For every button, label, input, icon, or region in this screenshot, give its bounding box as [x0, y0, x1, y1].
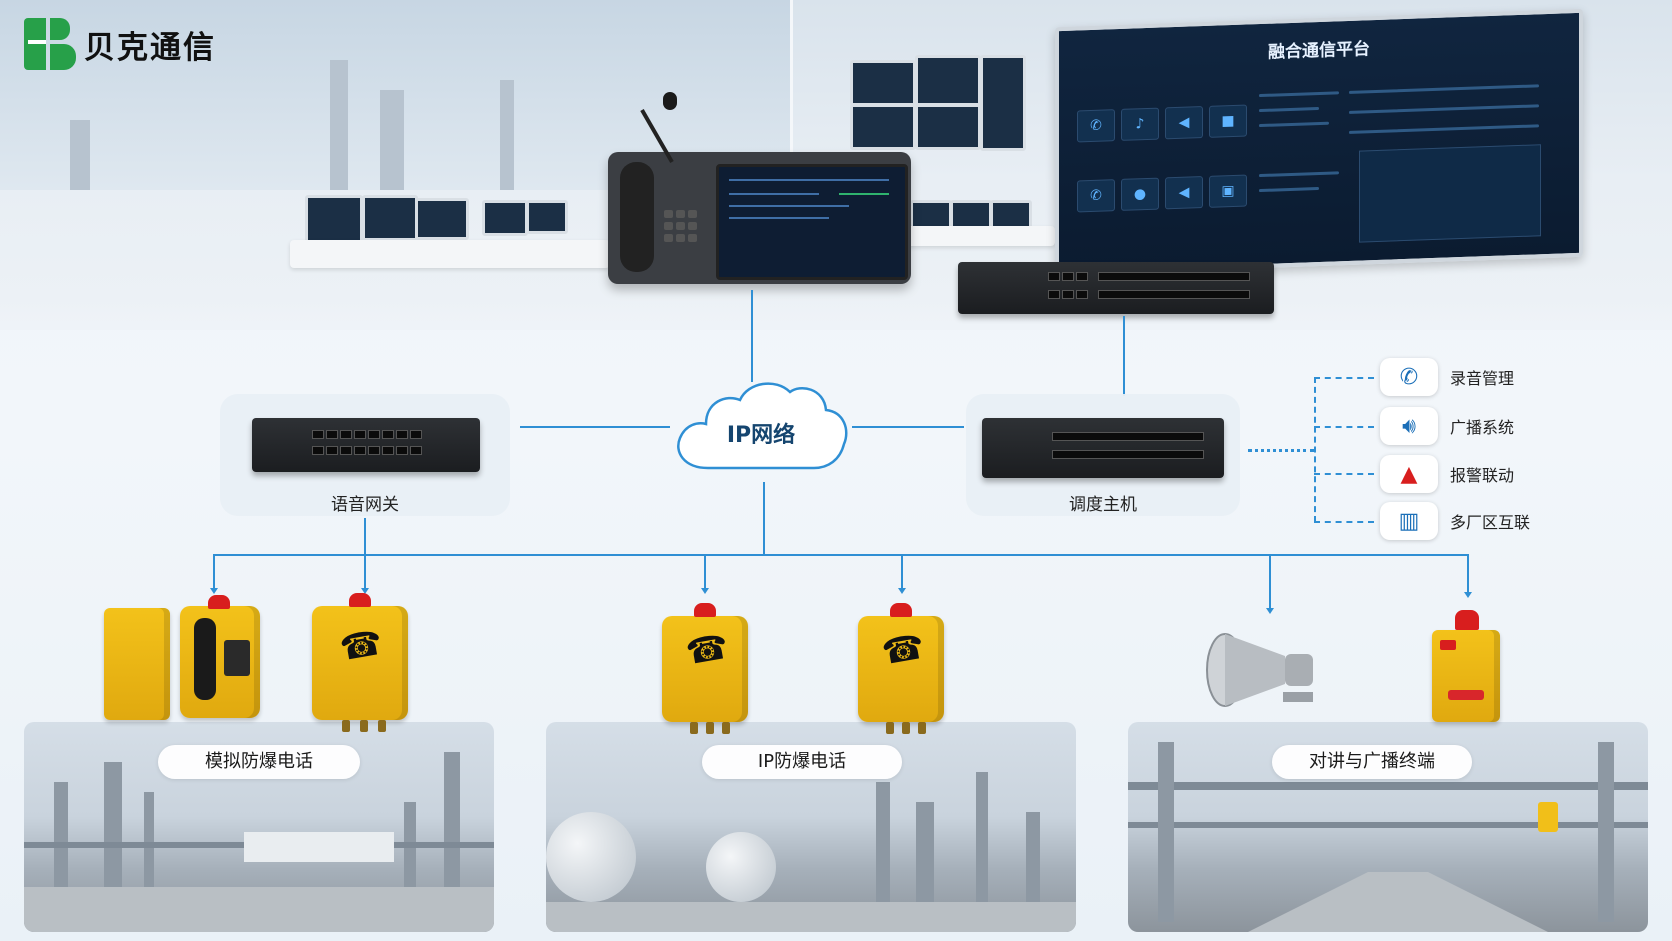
cloud-label: IP网络: [726, 423, 796, 448]
voice-gateway-label: 语音网关: [331, 495, 399, 515]
ip-network-cloud: IP网络: [668, 372, 854, 484]
intercom-terminal: [1432, 630, 1500, 722]
ip-phone-label: IP防爆电话: [702, 745, 902, 779]
service-broadcast: 🔊︎ 广播系统: [1380, 407, 1514, 445]
ip-phone-2: ☎: [858, 616, 944, 722]
service-recording: ✆ 录音管理: [1380, 358, 1514, 396]
dispatch-host-label: 调度主机: [1069, 495, 1137, 515]
keypad-icon: [224, 640, 250, 676]
intercom-site-photo: [1128, 722, 1648, 932]
map-panel: [1359, 144, 1541, 243]
ip-phone-1: ☎: [662, 616, 748, 722]
handset-icon: [620, 162, 654, 272]
video-icon: ▣: [1209, 174, 1247, 208]
console-screen: [716, 164, 908, 280]
ip-site-photo: [546, 722, 1076, 932]
alarm-light-icon: [694, 603, 716, 617]
alarm-light-icon: ▲: [1380, 455, 1438, 493]
handset-icon: ☎: [336, 622, 386, 670]
core-server: [958, 262, 1274, 314]
analog-phone-door: [104, 608, 170, 720]
speaker-icon: ◀: [1165, 176, 1203, 210]
record-icon: ●: [1121, 177, 1159, 211]
alarm-light-icon: [349, 593, 371, 607]
dispatch-console: [608, 92, 911, 284]
phone-icon: ✆: [1380, 358, 1438, 396]
handset-icon: ☎: [878, 626, 928, 674]
intercom-broadcast-label: 对讲与广播终端: [1272, 745, 1472, 779]
fusion-platform-screen: 融合通信平台 ✆ ♪ ◀ ■ ✆ ● ◀ ▣: [1055, 8, 1583, 276]
brand-name: 贝克通信: [84, 29, 216, 66]
speaker-icon: ◀: [1165, 106, 1203, 140]
phone-icon: ✆: [1077, 179, 1115, 213]
alarm-light-icon: [890, 603, 912, 617]
building-icon: ▥: [1380, 502, 1438, 540]
horn-speaker-icon: [1206, 633, 1313, 707]
handset-icon: ☎: [682, 626, 732, 674]
logo-icon: [24, 18, 76, 70]
analog-phone-open: [180, 606, 260, 718]
handset-icon: [194, 618, 216, 700]
alarm-light-icon: [1455, 610, 1479, 630]
cloud-icon: [677, 382, 848, 470]
horn-speaker: [1205, 630, 1325, 720]
camera-icon: ■: [1209, 104, 1247, 138]
alarm-light-icon: [208, 595, 230, 609]
analog-phone-label: 模拟防爆电话: [158, 745, 360, 779]
brand-logo: 贝克通信: [24, 18, 216, 70]
mic-icon: ♪: [1121, 107, 1159, 141]
phone-icon: ✆: [1077, 109, 1115, 143]
voice-gateway-device: [252, 418, 480, 472]
service-alarm: ▲ 报警联动: [1380, 455, 1514, 493]
screen-title: 融合通信平台: [1268, 39, 1370, 63]
analog-phone-closed: ☎: [312, 606, 408, 720]
service-multisite: ▥ 多厂区互联: [1380, 502, 1530, 540]
speaker-icon: 🔊︎: [1380, 407, 1438, 445]
dispatch-host-device: [982, 418, 1224, 478]
